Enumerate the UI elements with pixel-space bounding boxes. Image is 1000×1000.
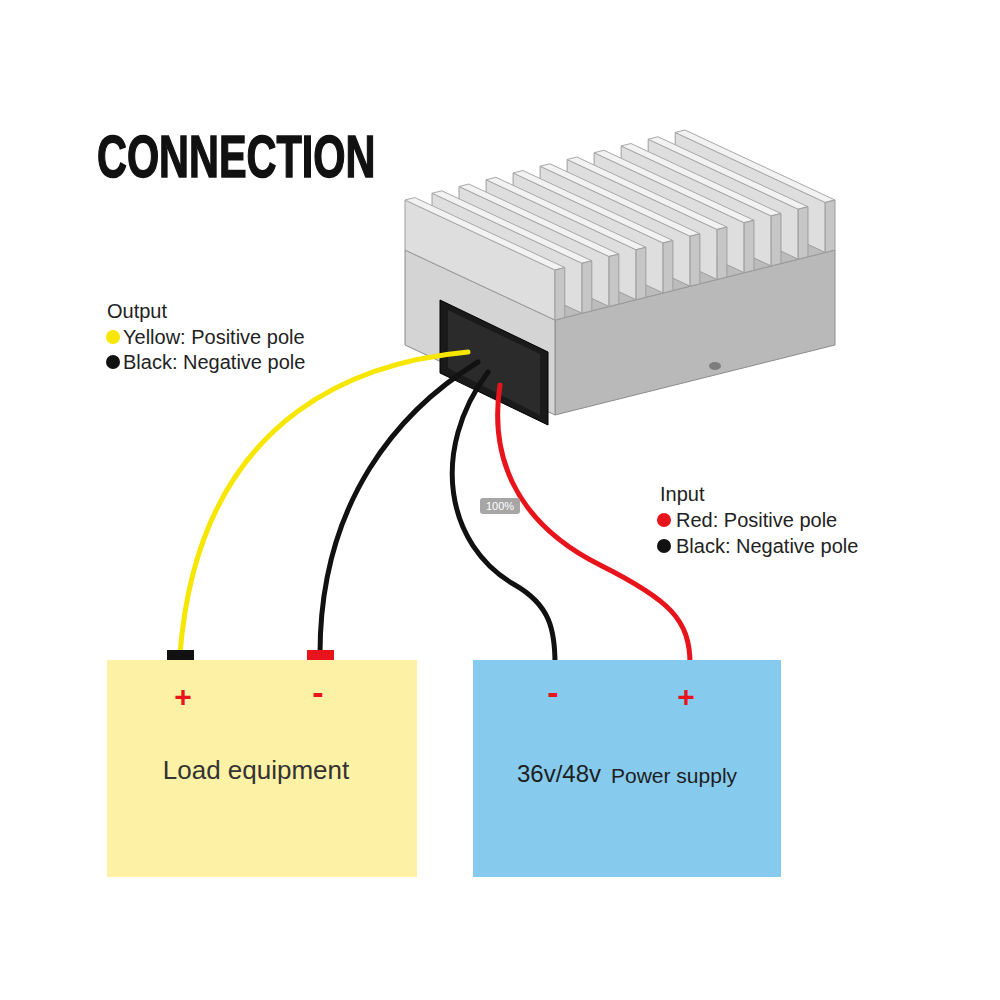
- text-holder: -: [312, 673, 323, 712]
- polarity-sign: -: [547, 673, 558, 712]
- text-holder: Yellow: Positive pole: [123, 326, 305, 349]
- mounting-hole: [709, 362, 721, 370]
- polarity-sign: +: [174, 680, 192, 715]
- fin-end: [717, 227, 727, 279]
- polarity-sign: +: [677, 680, 695, 715]
- fin-end: [636, 247, 646, 299]
- polarity-sign: -: [312, 673, 323, 712]
- fin-end: [825, 200, 835, 252]
- legend-text: Black: Negative pole: [123, 351, 305, 374]
- text-holder: Output: [107, 300, 167, 323]
- legend-text: Red: Positive pole: [676, 509, 837, 532]
- text-holder: +: [174, 680, 192, 715]
- legend-swatch: [657, 539, 671, 553]
- legend-heading: Input: [660, 483, 704, 506]
- box-label: Power supply: [611, 764, 737, 788]
- legend-heading: Output: [107, 300, 167, 323]
- fin-end: [663, 241, 673, 293]
- legend-text: Yellow: Positive pole: [123, 326, 305, 349]
- cable-gland: [440, 300, 548, 425]
- output-negative-wire: [320, 362, 478, 654]
- power-supply-box: - +36v/48v Power supply: [473, 660, 781, 877]
- text-holder: Input: [660, 483, 704, 506]
- text-holder: Black: Negative pole: [676, 535, 858, 558]
- text-holder: 36v/48v: [517, 760, 601, 788]
- text-holder: -: [547, 673, 558, 712]
- text-holder: Power supply: [611, 764, 737, 788]
- cable-gland-face: [448, 310, 540, 415]
- legend-swatch: [106, 330, 120, 344]
- legend-text: Black: Negative pole: [676, 535, 858, 558]
- watermark: 100%: [480, 498, 520, 515]
- input-positive-wire: [498, 385, 690, 664]
- input-negative-wire: [452, 372, 555, 664]
- text-holder: Load equipment: [163, 756, 349, 786]
- voltage-label: 36v/48v: [517, 760, 601, 788]
- title: CONNECTION: [97, 127, 375, 187]
- fin-end: [771, 214, 781, 266]
- fin-end: [798, 207, 808, 259]
- legend-swatch: [106, 355, 120, 369]
- load-box: + - Load equipment: [107, 660, 417, 877]
- fin-edge: [405, 198, 565, 270]
- text-holder: Red: Positive pole: [676, 509, 837, 532]
- text-holder: Black: Negative pole: [123, 351, 305, 374]
- fin-end: [555, 268, 565, 320]
- text-holder: +: [677, 680, 695, 715]
- box-label: Load equipment: [163, 756, 349, 786]
- text-holder: 100%: [480, 496, 520, 515]
- output-positive-wire: [180, 352, 468, 654]
- legend-swatch: [657, 513, 671, 527]
- fin-end: [582, 261, 592, 313]
- text-holder: CONNECTION: [97, 127, 500, 187]
- fin-end: [609, 254, 619, 306]
- fin-end: [690, 234, 700, 286]
- fin-end: [744, 220, 754, 272]
